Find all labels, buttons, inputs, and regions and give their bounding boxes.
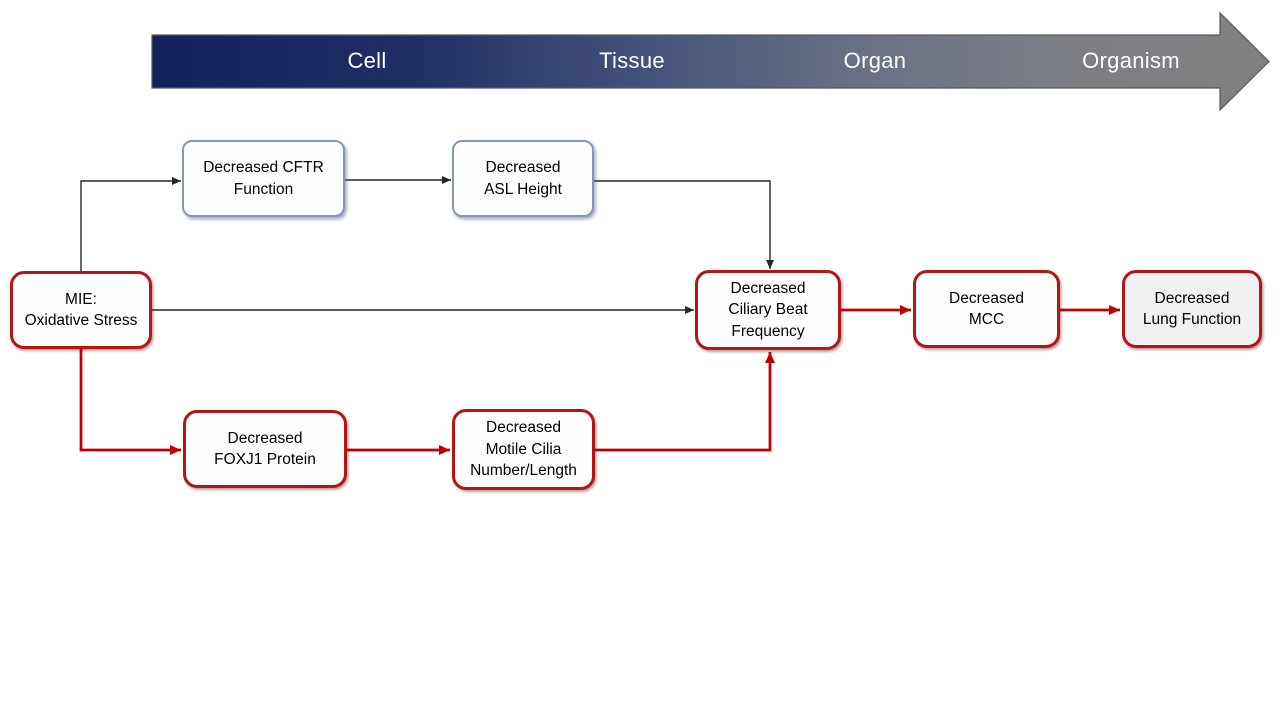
- node-label: Decreased ASL Height: [484, 159, 562, 198]
- stage-label-organism: Organism: [1082, 48, 1180, 73]
- node-label: Decreased CFTR Function: [203, 159, 324, 198]
- node-label: Decreased FOXJ1 Protein: [214, 429, 316, 468]
- stage-label-cell: Cell: [347, 48, 387, 73]
- node-decreased-lung-function: Decreased Lung Function: [1122, 270, 1262, 348]
- node-decreased-foxj1-protein: Decreased FOXJ1 Protein: [183, 410, 347, 488]
- stage-label-organ: Organ: [843, 48, 907, 73]
- node-label: Decreased Ciliary Beat Frequency: [728, 279, 808, 340]
- edge-mie-foxj1: [79, 349, 181, 455]
- node-mie-oxidative-stress: MIE: Oxidative Stress: [10, 271, 152, 349]
- node-decreased-ciliary-beat-frequency: Decreased Ciliary Beat Frequency: [695, 270, 841, 350]
- edge-motile-ciliary: [595, 352, 775, 452]
- node-label: Decreased Motile Cilia Number/Length: [470, 419, 577, 480]
- stage-label-tissue: Tissue: [599, 48, 665, 73]
- node-decreased-asl-height: Decreased ASL Height: [452, 140, 594, 217]
- node-label: Decreased MCC: [949, 289, 1024, 328]
- node-decreased-motile-cilia: Decreased Motile Cilia Number/Length: [452, 409, 595, 490]
- edge-asl-ciliary: [594, 180, 774, 269]
- node-label: MIE: Oxidative Stress: [24, 290, 138, 329]
- node-decreased-mcc: Decreased MCC: [913, 270, 1060, 348]
- edge-mie-cftr: [80, 177, 181, 271]
- node-label: Decreased Lung Function: [1142, 289, 1242, 328]
- node-decreased-cftr-function: Decreased CFTR Function: [182, 140, 345, 217]
